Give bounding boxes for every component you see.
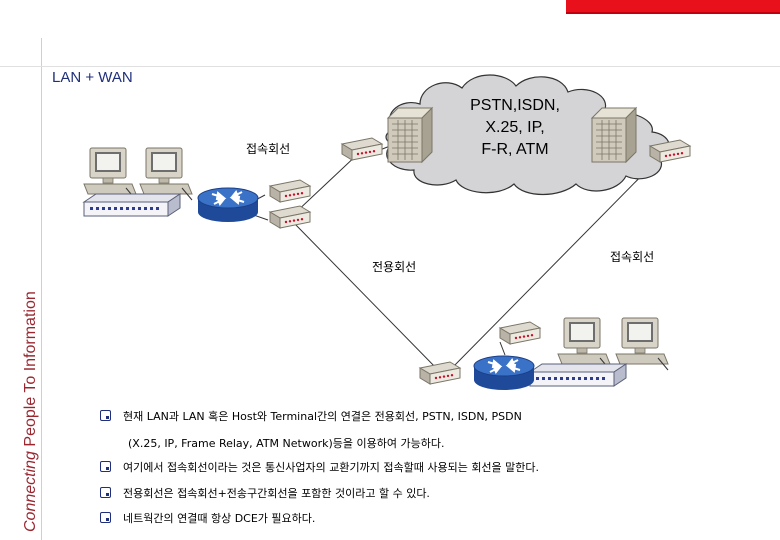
cloud-label: PSTN,ISDN, X.25, IP, F-R, ATM (440, 95, 590, 161)
cloud-label-line-3: F-R, ATM (481, 141, 549, 158)
bullet-item-3: 전용회선은 접속회선+전송구간회선을 포함한 것이라고 할 수 있다. (100, 485, 430, 501)
modem-router-lower-icon (269, 205, 311, 229)
vertical-divider (41, 38, 42, 540)
bullet-text-4: 네트웍간의 연결때 항상 DCE가 필요하다. (123, 512, 316, 525)
hub-right-icon (529, 363, 627, 387)
pc-right-1-icon (557, 317, 611, 371)
modem-remote-upper-icon (499, 321, 541, 345)
modem-router-upper-icon (269, 179, 311, 203)
cloud-label-line-2: X.25, IP, (485, 119, 545, 136)
label-access-line-right: 접속회선 (610, 250, 655, 264)
bullet-checkbox-icon (100, 512, 111, 523)
bullet-checkbox-icon (100, 487, 111, 498)
bullet-item-1-continuation: (X.25, IP, Frame Relay, ATM Network)등을 이… (128, 437, 445, 450)
bullet-checkbox-icon (100, 461, 111, 472)
modem-top-left-icon (341, 137, 383, 161)
label-leased-line: 전용회선 (372, 260, 417, 274)
bullet-item-2: 여기에서 접속회선이라는 것은 통신사업자의 교환기까지 접속할때 사용되는 회… (100, 459, 539, 475)
cloud-label-line-1: PSTN,ISDN, (470, 97, 560, 114)
router-left-icon (197, 187, 259, 223)
horizontal-divider (0, 66, 780, 67)
hub-left-icon (83, 193, 181, 217)
router-right-icon (473, 355, 535, 391)
pc-left-1-icon (83, 147, 137, 201)
bullet-text-2: 여기에서 접속회선이라는 것은 통신사업자의 교환기까지 접속할때 사용되는 회… (123, 461, 540, 474)
pc-right-2-icon (615, 317, 669, 371)
bullet-checkbox-icon (100, 410, 111, 421)
telephone-switch-right-icon (591, 107, 637, 163)
bullet-item-1: 현재 LAN과 LAN 혹은 Host와 Terminal간의 연결은 전용회선… (100, 408, 522, 424)
modem-remote-lower-icon (419, 361, 461, 385)
telephone-switch-left-icon (387, 107, 433, 163)
brand-line (566, 12, 780, 14)
label-access-line-top: 접속회선 (246, 142, 291, 156)
bullet-text-1: 현재 LAN과 LAN 혹은 Host와 Terminal간의 연결은 전용회선… (123, 410, 522, 423)
bullet-text-3: 전용회선은 접속회선+전송구간회선을 포함한 것이라고 할 수 있다. (123, 487, 430, 500)
pc-left-2-icon (139, 147, 193, 201)
bullet-item-4: 네트웍간의 연결때 항상 DCE가 필요하다. (100, 510, 315, 526)
brand-bar (566, 0, 780, 14)
page-title: LAN + WAN (52, 69, 133, 86)
